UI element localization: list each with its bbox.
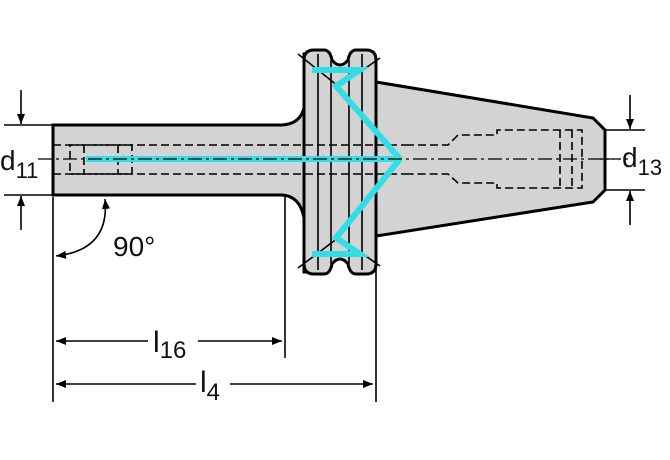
dimension-label-d13: d13 [622, 142, 662, 180]
dimension-l4: l4 [56, 366, 373, 406]
dimension-d13: d13 [622, 95, 662, 225]
dimension-label-d11: d11 [0, 145, 38, 183]
coolant-channel-upper [312, 67, 403, 161]
dimension-label-l4: l4 [200, 366, 220, 406]
angle-label: 90° [113, 231, 155, 262]
extension-lines [4, 124, 645, 402]
coolant-channel-lower [312, 157, 403, 257]
shank [51, 52, 320, 274]
dimension-d11: d11 [0, 90, 38, 230]
dimension-label-l16: l16 [153, 326, 186, 364]
angle-annotation: 90° [55, 198, 155, 262]
taper-bore-hidden [406, 129, 583, 189]
dimension-l16: l16 [56, 326, 282, 364]
angle-arc [55, 198, 110, 259]
